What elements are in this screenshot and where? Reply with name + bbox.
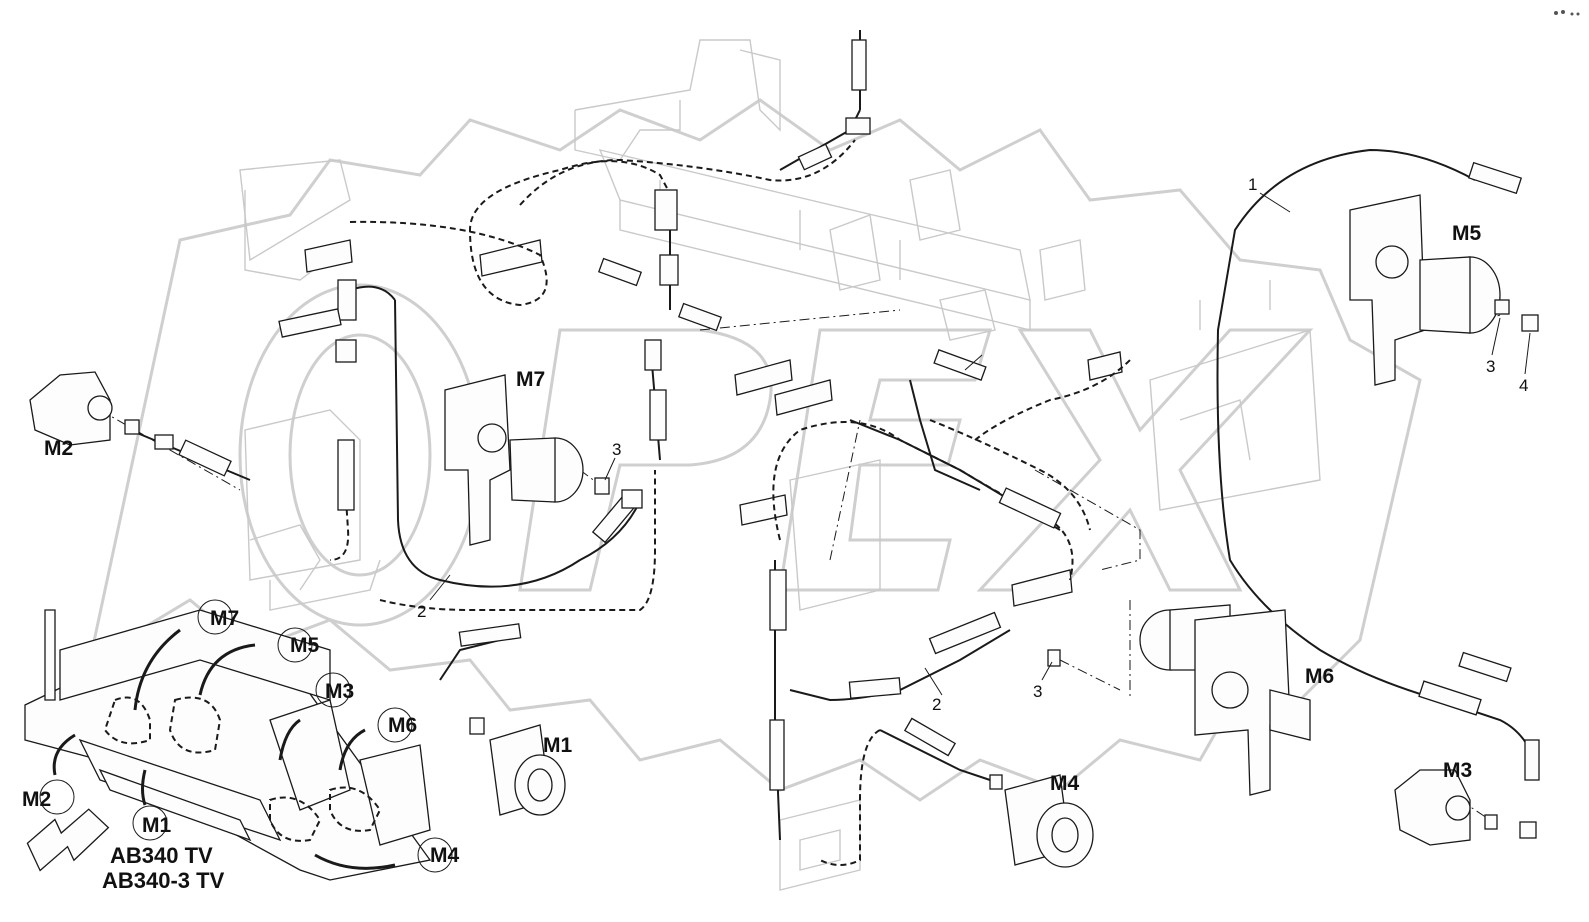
leader-lines bbox=[429, 192, 1531, 696]
motor-m1 bbox=[469, 717, 566, 816]
inset-label-m4: M4 bbox=[430, 844, 459, 867]
label-m3: M3 bbox=[1443, 759, 1472, 782]
motor-m4 bbox=[989, 774, 1094, 868]
model-label-1: AB340 TV bbox=[110, 843, 213, 868]
inset-machine-drawing bbox=[24, 599, 453, 881]
callout-3-m5: 3 bbox=[1486, 357, 1495, 376]
inset-label-m5: M5 bbox=[290, 634, 319, 657]
callout-2-right: 2 bbox=[932, 695, 941, 714]
callout-3-m7: 3 bbox=[612, 440, 621, 459]
motor-m3 bbox=[1394, 769, 1537, 846]
label-m4: M4 bbox=[1050, 772, 1079, 795]
dashed-hoses bbox=[99, 139, 1501, 866]
label-m5: M5 bbox=[1452, 222, 1481, 245]
motor-m2 bbox=[29, 371, 174, 450]
motor-m6 bbox=[1047, 604, 1311, 796]
callout-3-m6: 3 bbox=[1033, 682, 1042, 701]
callout-4: 4 bbox=[1519, 376, 1528, 395]
corner-mark-icon bbox=[1554, 10, 1580, 16]
callout-2-left: 2 bbox=[417, 602, 426, 621]
label-m6: M6 bbox=[1305, 665, 1334, 688]
inset-label-m3: M3 bbox=[325, 680, 354, 703]
valve-blocks bbox=[304, 239, 1123, 607]
inset-label-m6: M6 bbox=[388, 714, 417, 737]
inset-label-m7: M7 bbox=[210, 607, 239, 630]
inset-label-m1: M1 bbox=[142, 814, 171, 837]
label-m7: M7 bbox=[516, 368, 545, 391]
motor-m7 bbox=[444, 374, 643, 546]
motor-m5 bbox=[1349, 194, 1539, 386]
callout-1: 1 bbox=[1248, 175, 1257, 194]
model-label-2: AB340-3 TV bbox=[102, 868, 225, 893]
label-m1: M1 bbox=[543, 734, 572, 757]
inset-label-m2: M2 bbox=[22, 788, 51, 811]
label-m2: M2 bbox=[44, 437, 73, 460]
hose-fittings bbox=[178, 39, 1540, 791]
